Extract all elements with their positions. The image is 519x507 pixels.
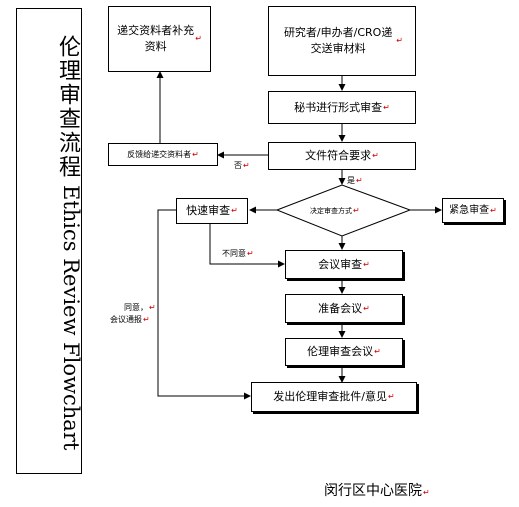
title-chinese: 伦理审查流程 bbox=[55, 35, 80, 179]
node-formal-review-label: 秘书进行形式审查 bbox=[294, 100, 383, 114]
node-fast-review-label: 快速审查 bbox=[186, 204, 231, 217]
node-issue-approval: 发出伦理审查批件/意见↵ bbox=[251, 382, 417, 412]
node-meeting-review: 会议审查↵ bbox=[285, 250, 403, 279]
title-english: Ethics Review Flowchart bbox=[59, 185, 83, 451]
node-meeting-review-label: 会议审查 bbox=[318, 257, 363, 271]
node-feedback-label: 反馈给递交资料者 bbox=[127, 150, 192, 159]
arrow-fast-to-meeting bbox=[209, 224, 285, 268]
node-prepare-meeting-label: 准备会议 bbox=[318, 301, 363, 315]
footer-hospital-name: 闵行区中心医院↵ bbox=[324, 483, 430, 499]
node-urgent-review-label: 紧急审查 bbox=[449, 204, 490, 216]
node-supplement: 递交资料者补充资料↵ bbox=[108, 6, 211, 72]
node-submit: 研究者/申办者/CRO递交送审材料↵ bbox=[268, 6, 416, 76]
node-feedback: 反馈给递交资料者↵ bbox=[108, 143, 218, 166]
node-supplement-label: 递交资料者补充资料 bbox=[117, 24, 195, 53]
node-ethics-meeting: 伦理审查会议↵ bbox=[285, 338, 403, 366]
edge-label-no: 否↵ bbox=[234, 161, 250, 170]
node-meets-requirements: 文件符合要求↵ bbox=[268, 142, 416, 170]
edge-label-disagree: 不同意↵ bbox=[222, 249, 254, 258]
edge-label-agree: 同意，↵ bbox=[124, 303, 156, 312]
node-meets-requirements-label: 文件符合要求 bbox=[305, 149, 372, 162]
decision-label: 决定审查方式↵ bbox=[310, 206, 360, 215]
arrow-fast-to-issue bbox=[157, 209, 251, 400]
edge-label-agree-line2: 会议通报↵ bbox=[110, 315, 150, 324]
title-panel: 伦理审查流程 Ethics Review Flowchart bbox=[16, 8, 83, 474]
decision-diamond bbox=[275, 184, 412, 237]
node-formal-review: 秘书进行形式审查↵ bbox=[268, 91, 416, 124]
node-fast-review: 快速审查↵ bbox=[176, 198, 248, 224]
node-ethics-meeting-label: 伦理审查会议 bbox=[307, 345, 374, 358]
node-submit-label: 研究者/申办者/CRO递交送审材料 bbox=[283, 26, 393, 55]
node-issue-approval-label: 发出伦理审查批件/意见 bbox=[273, 390, 387, 403]
decision-label-text: 决定审查方式 bbox=[310, 207, 352, 215]
node-prepare-meeting: 准备会议↵ bbox=[285, 294, 403, 323]
node-urgent-review: 紧急审查↵ bbox=[442, 198, 504, 223]
edge-label-yes: 是↵ bbox=[347, 176, 363, 185]
